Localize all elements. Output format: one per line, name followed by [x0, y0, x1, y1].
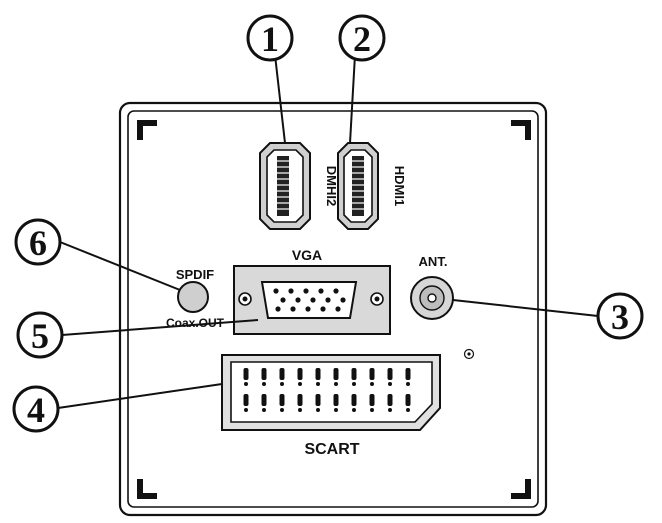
scart-pin	[279, 394, 285, 406]
scart-port	[221, 354, 441, 431]
vga-port	[233, 265, 391, 335]
callout-1: 1	[246, 14, 294, 62]
scart-pin	[369, 394, 375, 406]
scart-pin-foot	[370, 408, 374, 412]
scart-pin-foot	[406, 382, 410, 386]
callout-4-number: 4	[27, 390, 45, 430]
scart-pin	[369, 368, 375, 380]
scart-pin	[351, 394, 357, 406]
callout-4: 4	[12, 385, 60, 433]
scart-pin	[405, 394, 411, 406]
callout-5-number: 5	[31, 316, 49, 356]
spdif-port	[177, 281, 209, 313]
scart-pin-foot	[244, 408, 248, 412]
scart-pin-foot	[334, 382, 338, 386]
callout-2: 2	[338, 14, 386, 62]
callout-5: 5	[16, 311, 64, 359]
scart-pin	[333, 368, 339, 380]
scart-pin	[279, 368, 285, 380]
scart-pin-foot	[406, 408, 410, 412]
callout-1-number: 1	[261, 19, 279, 59]
scart-pin-foot	[298, 408, 302, 412]
callout-leaders	[57, 54, 599, 409]
scart-pin-foot	[334, 408, 338, 412]
callout-6-number: 6	[29, 223, 47, 263]
ground-screw-icon	[463, 348, 475, 360]
scart-pin-foot	[262, 382, 266, 386]
hdmi1-port	[337, 142, 379, 230]
scart-pin	[297, 394, 303, 406]
scart-pin-foot	[280, 408, 284, 412]
scart-pin	[333, 394, 339, 406]
antenna-port	[410, 276, 454, 320]
scart-pin	[405, 368, 411, 380]
scart-pin	[387, 368, 393, 380]
callout-3-number: 3	[611, 297, 629, 337]
scart-pin-foot	[262, 408, 266, 412]
scart-pin-foot	[316, 408, 320, 412]
hdmi2-label: DMHI2	[324, 166, 339, 206]
scart-pin-foot	[388, 408, 392, 412]
vga-label: VGA	[292, 247, 322, 263]
scart-label: SCART	[304, 441, 359, 458]
scart-pin	[387, 394, 393, 406]
scart-pin	[315, 368, 321, 380]
scart-pin-foot	[370, 382, 374, 386]
scart-pin-foot	[298, 382, 302, 386]
scart-pin	[351, 368, 357, 380]
spdif-label: SPDIF	[176, 267, 214, 282]
scart-pin-foot	[316, 382, 320, 386]
scart-pin	[243, 394, 249, 406]
hdmi2-port	[259, 142, 311, 230]
scart-pin	[297, 368, 303, 380]
scart-pin-foot	[280, 382, 284, 386]
scart-pin	[315, 394, 321, 406]
scart-pin	[243, 368, 249, 380]
callout-3: 3	[596, 292, 644, 340]
callout-2-number: 2	[353, 19, 371, 59]
scart-pin-foot	[352, 408, 356, 412]
scart-pin-foot	[244, 382, 248, 386]
scart-pin	[261, 368, 267, 380]
scart-pin-foot	[352, 382, 356, 386]
callout-6: 6	[14, 218, 62, 266]
scart-pin	[261, 394, 267, 406]
hdmi1-label: HDMI1	[392, 166, 407, 206]
antenna-label: ANT.	[419, 254, 448, 269]
corner-brackets	[137, 120, 531, 499]
scart-pin-foot	[388, 382, 392, 386]
